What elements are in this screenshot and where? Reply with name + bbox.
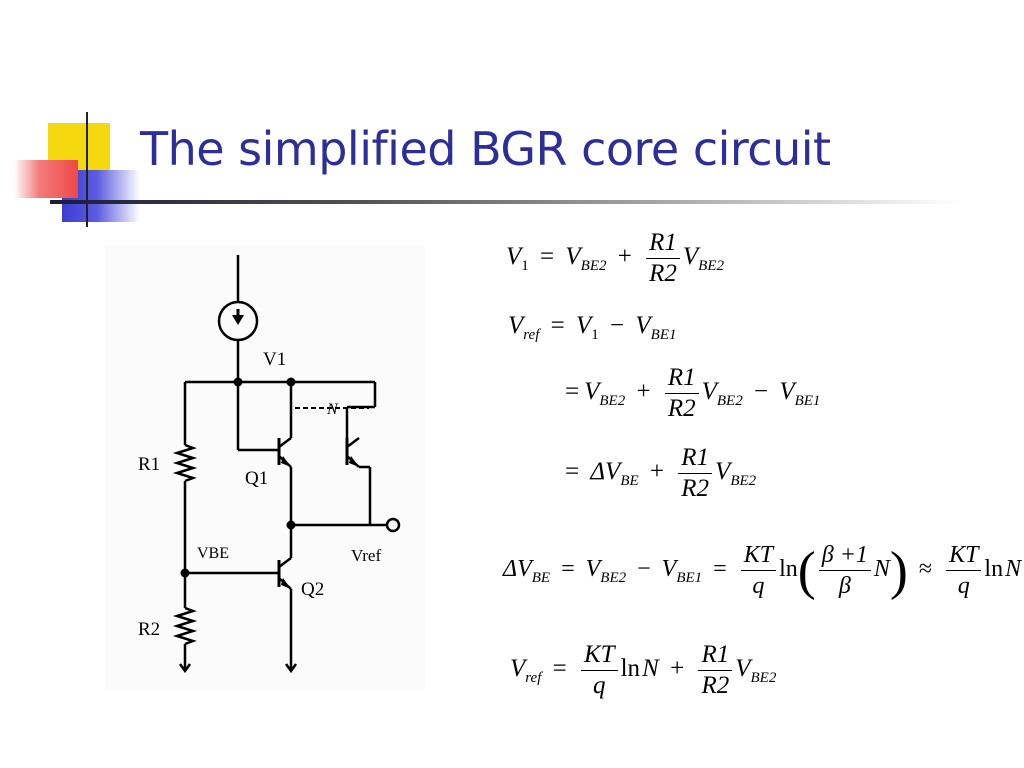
bgr-circuit-diagram: V1 N R1 Q1 VBE Vref Q2 R2 xyxy=(105,245,425,690)
label-r2: R2 xyxy=(138,619,160,640)
qn-emitter-arrow-icon xyxy=(349,456,359,467)
label-n: N xyxy=(326,401,339,418)
junction-dot xyxy=(180,568,190,578)
q1-emitter-arrow-icon xyxy=(281,456,291,467)
r2-resistor xyxy=(172,606,198,646)
ground-arrow-r2 xyxy=(178,663,192,674)
label-q1: Q1 xyxy=(245,468,268,489)
slide-title: The simplified BGR core circuit xyxy=(140,122,831,176)
circuit-background xyxy=(105,245,425,690)
label-r1: R1 xyxy=(138,454,160,475)
current-source-arrow-icon xyxy=(232,315,244,325)
ground-arrow-q2 xyxy=(284,663,298,674)
decor-vertical-line xyxy=(86,112,88,227)
label-vref: Vref xyxy=(351,546,381,565)
label-q2: Q2 xyxy=(301,579,324,600)
label-vbe: VBE xyxy=(197,545,229,562)
r1-resistor xyxy=(172,443,198,483)
label-v1: V1 xyxy=(263,349,286,370)
junction-dot xyxy=(286,377,296,387)
title-underline xyxy=(50,200,960,204)
decor-red-square xyxy=(14,160,78,198)
junction-dot xyxy=(286,520,296,530)
equation-vref-definition: Vref = V1 − VBE1 xyxy=(508,312,677,343)
q2-emitter-arrow-icon xyxy=(281,578,291,589)
vref-terminal xyxy=(385,517,401,533)
junction-dot xyxy=(233,377,243,387)
